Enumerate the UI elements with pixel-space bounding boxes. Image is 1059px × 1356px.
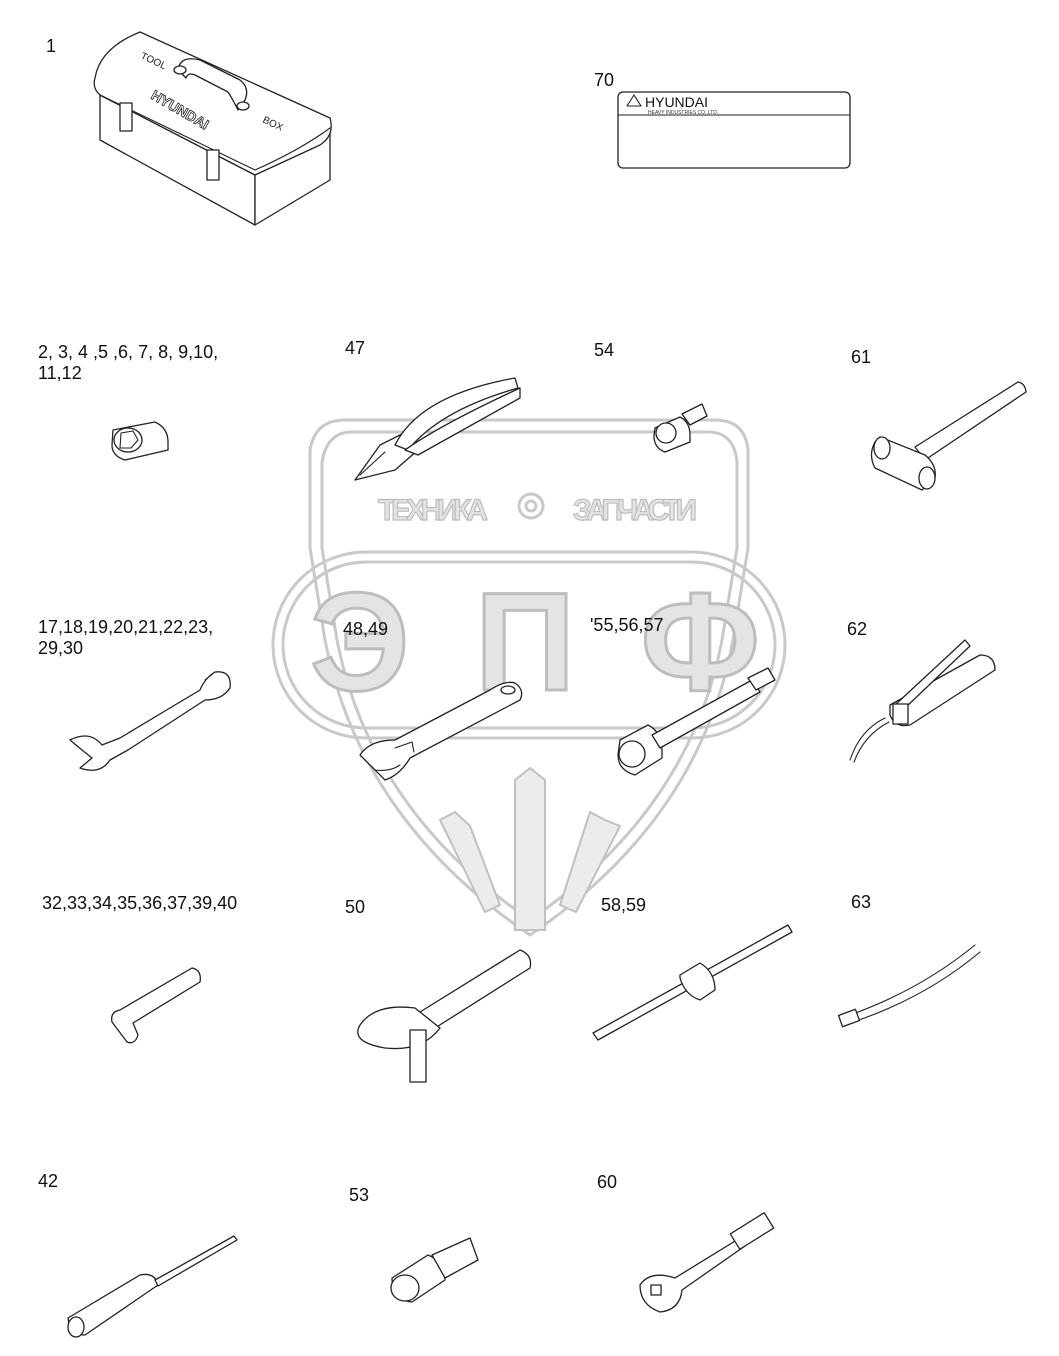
extension-bar-drawing	[617, 667, 776, 776]
label-part-48-49: 48,49	[343, 619, 389, 639]
pliers-drawing	[354, 377, 521, 481]
label-part-54: 54	[594, 340, 615, 360]
hook-spanner-drawing	[357, 949, 532, 1083]
label-part-53: 53	[349, 1185, 370, 1205]
hammer-drawing	[870, 381, 1027, 491]
grease-gun-drawing	[849, 639, 996, 763]
label-part-1: 1	[46, 36, 57, 56]
label-part-2-12: 2, 3, 4 ,5 ,6, 7, 8, 9,10, 11,12	[38, 342, 219, 383]
label-part-70: 70	[594, 70, 615, 90]
watermark-text-left: ТЕХНИКА	[378, 494, 488, 527]
spanner-drawing	[69, 671, 231, 771]
adapter-drawing	[653, 403, 708, 453]
label-part-32-40: 32,33,34,35,36,37,39,40	[42, 893, 238, 913]
label-part-50: 50	[345, 897, 366, 917]
ratchet-drawing	[639, 1212, 775, 1313]
nameplate-brand: HYUNDAI	[645, 94, 708, 110]
label-part-60: 60	[597, 1172, 618, 1192]
watermark-text-right: ЗАПЧАСТИ	[573, 494, 697, 527]
label-part-62: 62	[847, 619, 868, 639]
hyundai-logo-icon	[626, 94, 642, 107]
label-part-42: 42	[38, 1171, 59, 1191]
label-part-58-59: 58,59	[601, 895, 647, 915]
adjustable-wrench-drawing	[359, 681, 523, 781]
toolbox-drawing: TOOL BOX HYUNDAI	[93, 31, 332, 226]
label-part-61: 61	[851, 347, 872, 367]
nameplate-subtitle: HEAVY INDUSTRIES CO.,LTD.	[648, 110, 718, 116]
t-handle-drawing	[592, 924, 793, 1041]
gear-icon	[517, 492, 545, 520]
socket-drawing	[111, 421, 169, 461]
hex-key-drawing	[111, 967, 201, 1044]
hose-drawing	[837, 944, 981, 1028]
label-part-47: 47	[345, 338, 366, 358]
label-part-17-30: 17,18,19,20,21,22,23, 29,30	[38, 617, 214, 658]
label-part-55-57: '55,56,57	[590, 615, 664, 635]
wheat-emblem-icon	[438, 766, 622, 931]
label-part-63: 63	[851, 892, 872, 912]
watermark-big-letters: ЭПФ	[310, 563, 760, 720]
screwdriver-drawing	[67, 1235, 238, 1338]
universal-joint-drawing	[390, 1237, 479, 1303]
nameplate-drawing: HYUNDAI HEAVY INDUSTRIES CO.,LTD.	[617, 91, 851, 169]
